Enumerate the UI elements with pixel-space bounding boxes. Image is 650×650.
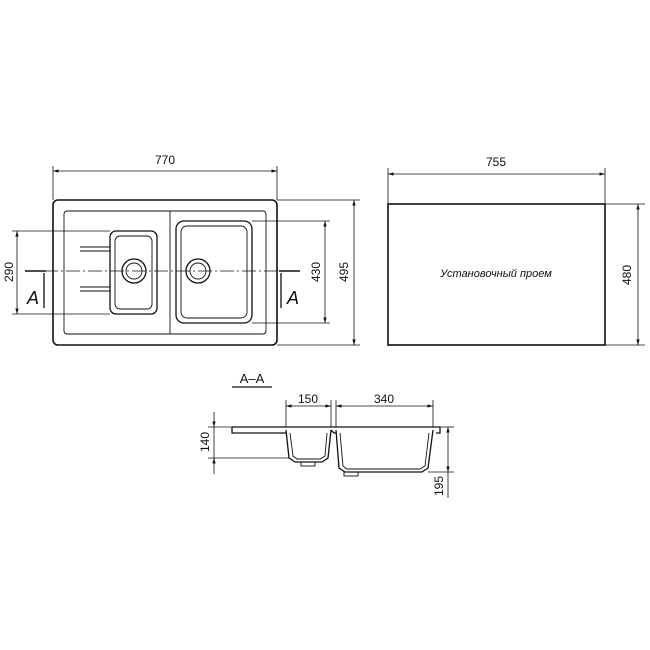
sink-inner-rim [63, 210, 267, 335]
dim-height-430-label: 430 [309, 262, 323, 282]
small-bowl-inner [114, 235, 153, 310]
section-title: A–A [240, 371, 265, 386]
sink-top-view: A A 770 290 430 [2, 153, 360, 346]
section-mark-right: A [286, 288, 299, 308]
large-bowl-outer [175, 220, 253, 324]
section-cut-right [279, 270, 300, 308]
dim-cutout-width-label: 755 [486, 155, 506, 169]
dim-cutout-height-480: 480 [605, 203, 645, 346]
dim-section-195-label: 195 [432, 476, 446, 496]
cutout-label: Установочный проем [439, 268, 552, 280]
cutout-outline [387, 203, 606, 346]
dim-cutout-width-755: 755 [387, 155, 606, 204]
dim-height-495-label: 495 [337, 262, 351, 282]
large-bowl-inner [180, 225, 248, 319]
section-mark-left: A [26, 288, 39, 308]
dim-section-140: 140 [198, 412, 289, 474]
dim-height-430: 430 [252, 220, 330, 324]
section-view: A–A 150 [198, 371, 454, 498]
sink-outline [52, 199, 278, 346]
dim-section-195: 195 [428, 426, 454, 498]
drainboard-grooves [80, 246, 110, 292]
dim-height-290: 290 [2, 230, 110, 315]
small-bowl-outer [109, 230, 158, 315]
dim-width-770-label: 770 [155, 153, 175, 167]
dim-section-150: 150 [285, 392, 332, 427]
section-cut-left [25, 270, 46, 308]
dim-section-340-label: 340 [374, 392, 394, 406]
dim-section-340: 340 [335, 392, 434, 427]
dim-cutout-height-label: 480 [620, 265, 634, 285]
dim-width-770: 770 [52, 153, 278, 200]
sink-profile [231, 426, 441, 477]
dim-height-495: 495 [277, 199, 360, 346]
dim-section-140-label: 140 [198, 432, 212, 452]
cutout-view: Установочный проем 755 480 [387, 155, 645, 346]
dim-height-290-label: 290 [2, 262, 16, 282]
dim-section-150-label: 150 [298, 392, 318, 406]
